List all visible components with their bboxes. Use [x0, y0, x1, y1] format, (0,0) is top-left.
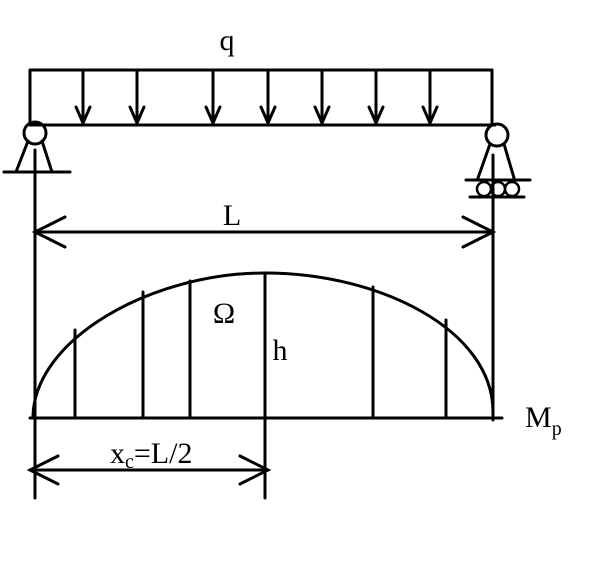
span-label: L [223, 199, 241, 232]
right-roller-support [464, 122, 532, 199]
distributed-load: q [28, 24, 494, 127]
load-arrow [259, 68, 277, 127]
load-arrows [74, 68, 439, 127]
load-arrow [204, 68, 222, 127]
load-arrow [74, 68, 92, 127]
left-support-hinge [22, 120, 48, 146]
centroid-dimension: xc=L/2 [26, 437, 272, 486]
height-label: h [273, 334, 288, 367]
load-label: q [220, 24, 235, 57]
load-arrow [367, 68, 385, 127]
left-pin-support [2, 120, 72, 174]
load-arrow [128, 68, 146, 127]
load-arrow [421, 68, 439, 127]
hatch-lines [73, 279, 448, 420]
area-label: Ω [213, 297, 235, 330]
moment-label: Mp [525, 401, 562, 440]
centroid-label: xc=L/2 [110, 437, 192, 473]
moment-diagram: Ω h Mp [28, 271, 562, 500]
span-dimension: L [31, 199, 497, 249]
load-arrow [313, 68, 331, 127]
right-support-hinge [484, 122, 510, 148]
roller-wheel [503, 180, 521, 198]
moment-curve [31, 271, 495, 420]
roller-wheel [475, 180, 493, 198]
